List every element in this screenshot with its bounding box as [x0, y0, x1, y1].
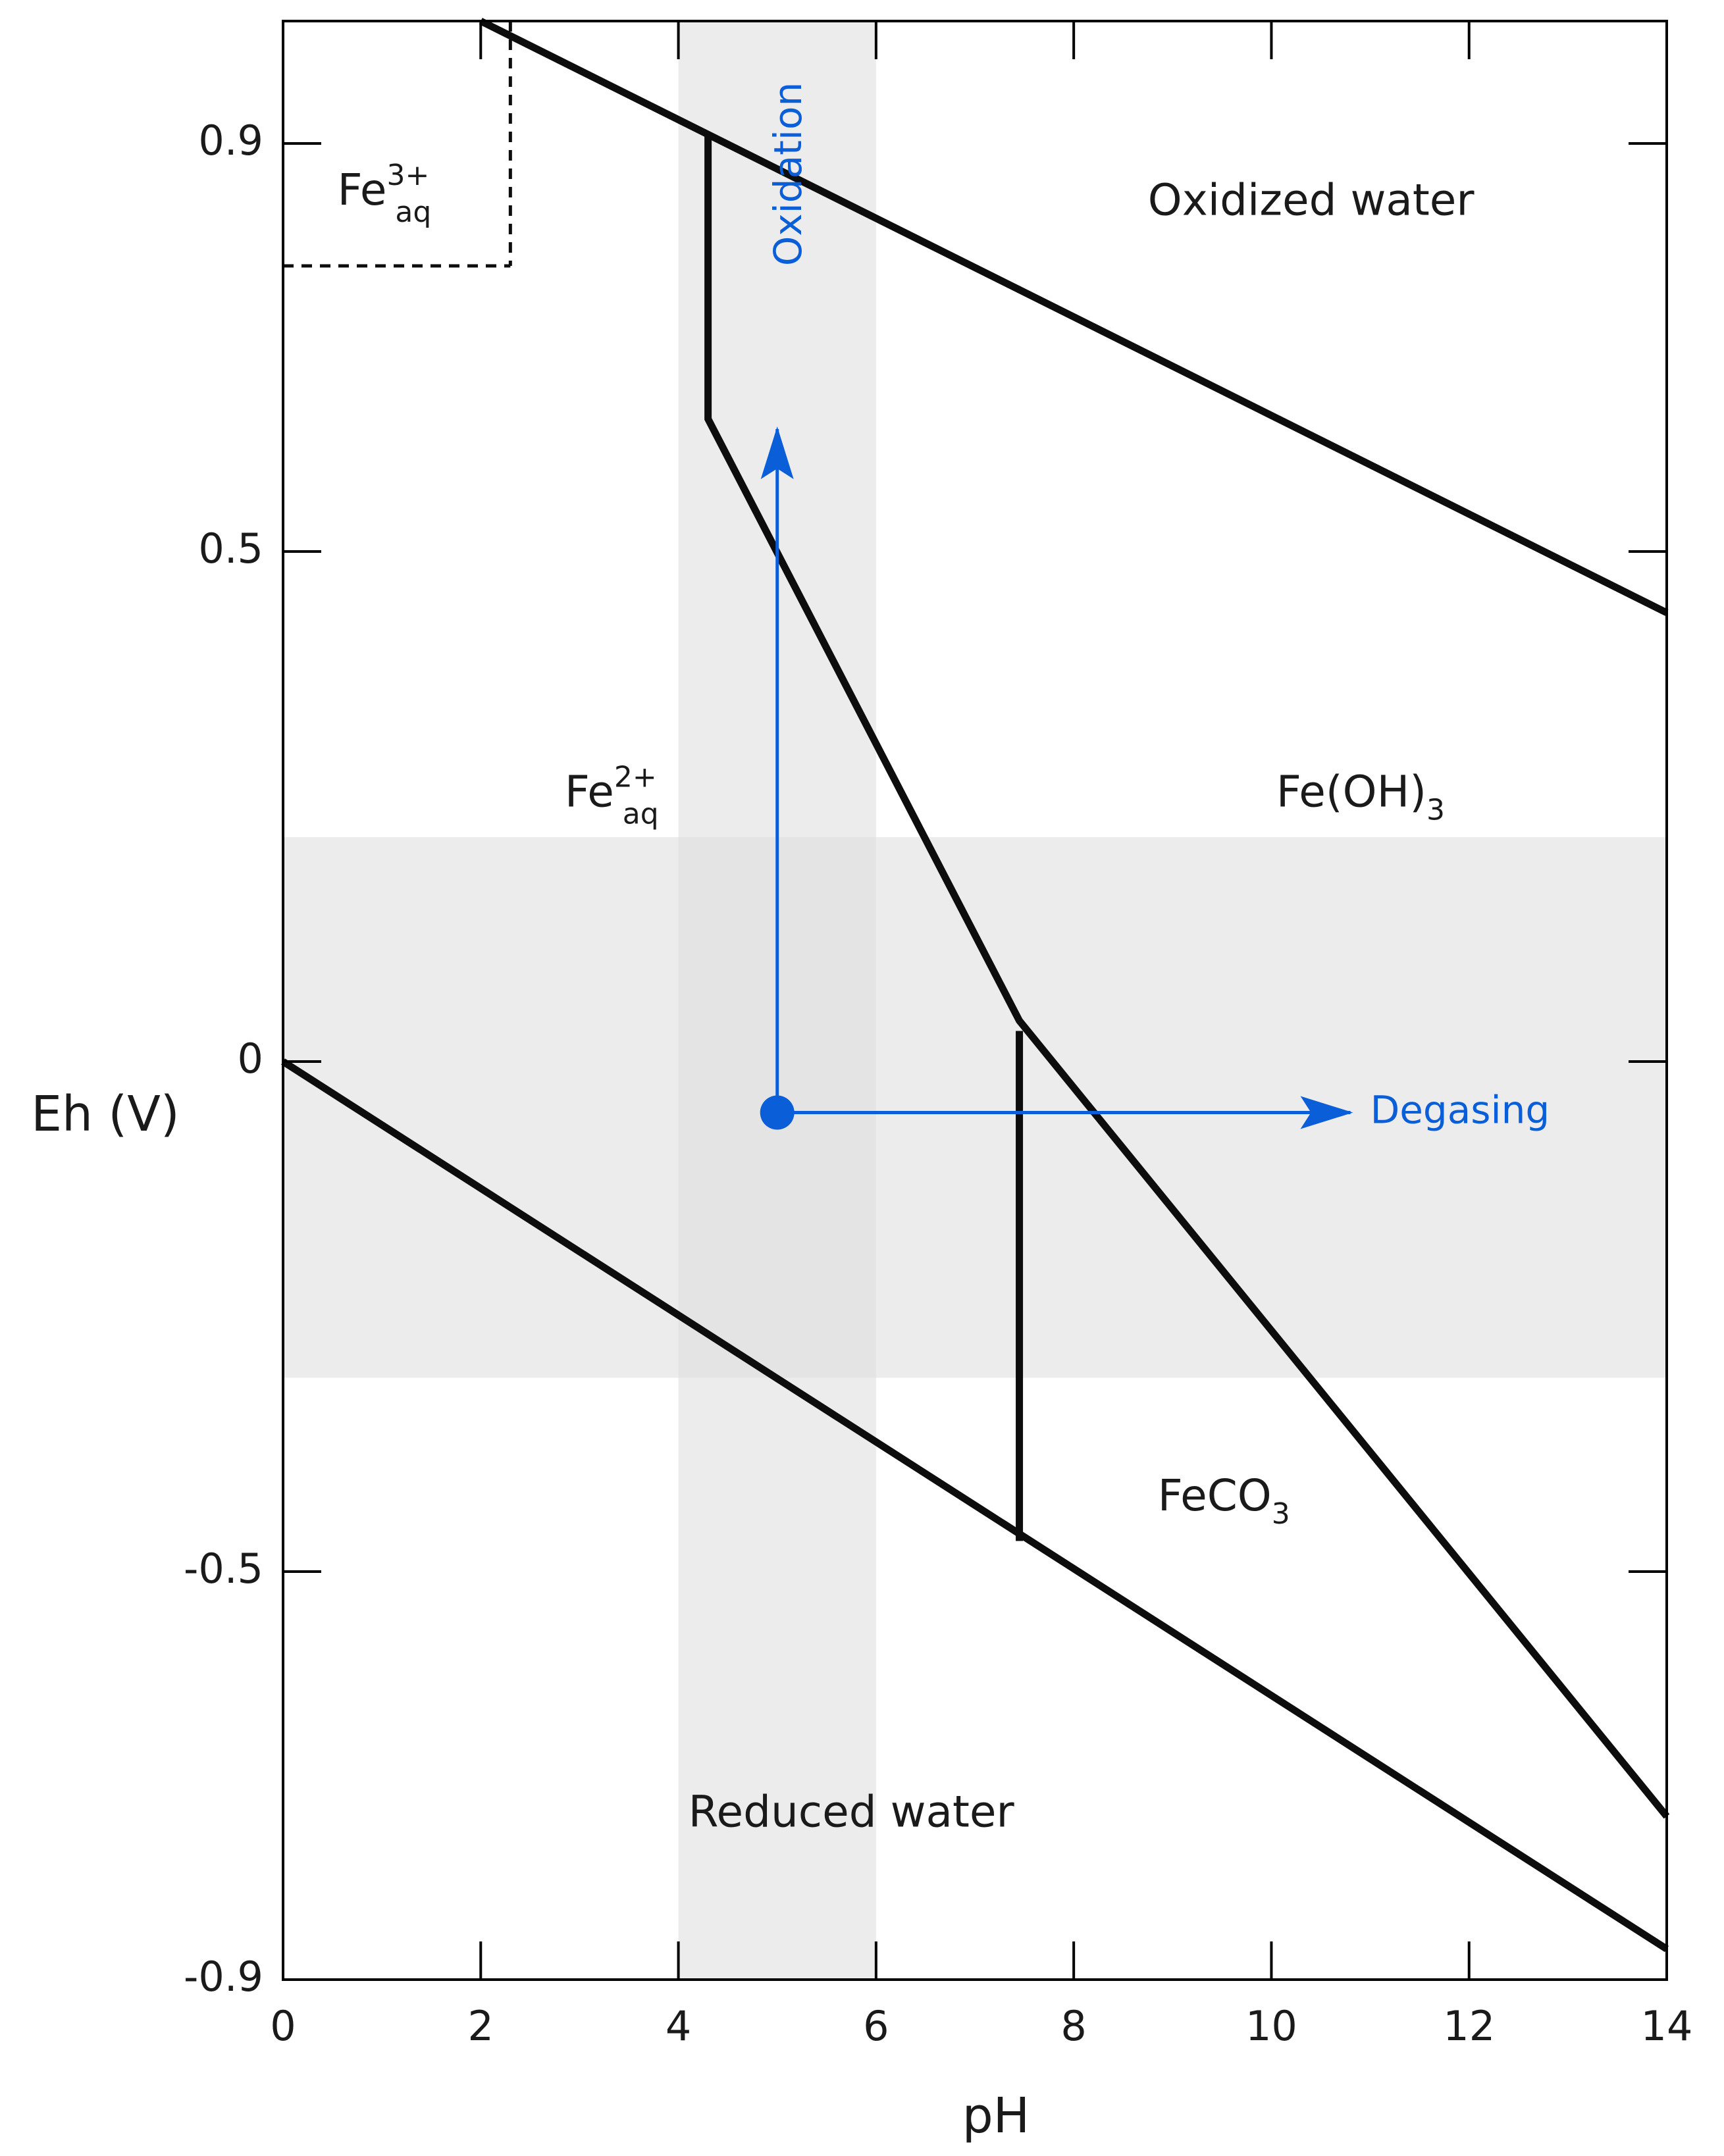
oxidized-water-label: Oxidized water: [1148, 175, 1475, 226]
fe3-region-label: Fe3+aq: [338, 159, 432, 229]
oxidation-label: Oxidation: [766, 82, 810, 267]
plot-frame: [282, 20, 1668, 1981]
boundary-lines: [281, 18, 1670, 1953]
y-tick-label: 0.9: [198, 116, 263, 165]
feco3-region-label: FeCO3: [1158, 1470, 1290, 1531]
x-tick-label: 14: [1641, 2002, 1693, 2050]
shaded-bands: [283, 21, 1667, 1980]
fe2-feoh3-line: [704, 133, 1670, 1819]
y-tick-label: -0.5: [184, 1545, 263, 1593]
fe2-region-label: Fe2+aq: [565, 761, 659, 831]
feoh3-region-label: Fe(OH)3: [1276, 767, 1445, 827]
x-tick-label: 8: [1060, 2002, 1086, 2050]
x-tick-label: 10: [1245, 2002, 1297, 2050]
oxidized-water-line: [479, 18, 1669, 616]
y-tick-label: 0: [238, 1035, 263, 1083]
x-tick-label: 2: [468, 2002, 494, 2050]
plot-border: [282, 20, 1668, 1981]
y-axis-label: Eh (V): [31, 1086, 180, 1142]
x-tick-label: 4: [666, 2002, 691, 2050]
degasing-label: Degasing: [1371, 1088, 1550, 1133]
y-tick-label: -0.9: [184, 1953, 263, 2001]
x-tick-label: 12: [1443, 2002, 1495, 2050]
x-axis-label: pH: [962, 2088, 1030, 2144]
axis-titles: pH Eh (V): [31, 1086, 1030, 2144]
y-tick-label: 0.5: [198, 525, 263, 573]
start-point: [760, 1095, 795, 1130]
x-tick-label: 6: [863, 2002, 889, 2050]
reduced-water-label: Reduced water: [689, 1787, 1015, 1837]
axis-ticks: 0 2 4 6 8 10 12 14 0.9 0.5 0 -0.5 -0.9: [184, 21, 1692, 2050]
x-tick-label: 0: [270, 2002, 296, 2050]
reduced-water-line: [281, 1058, 1669, 1953]
